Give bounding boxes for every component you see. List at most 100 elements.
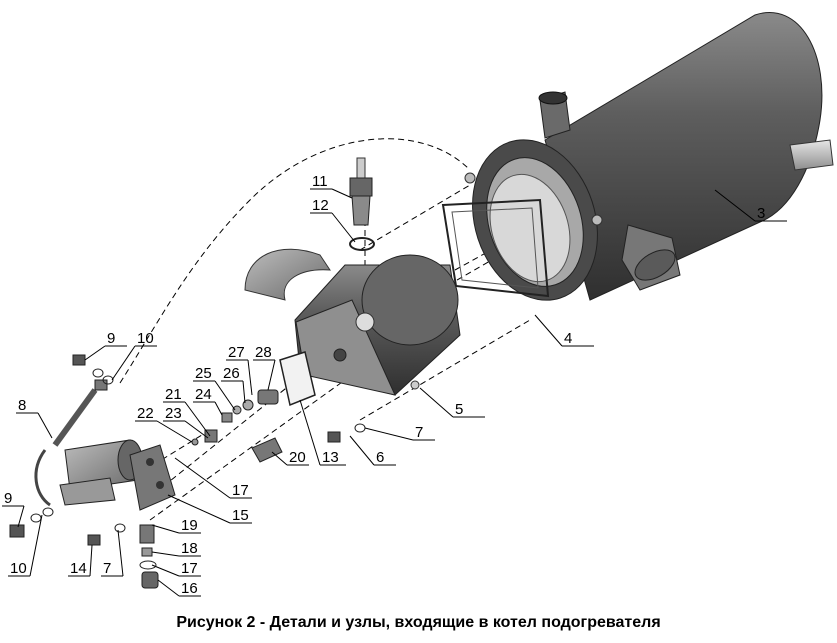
callout-number: 23: [165, 405, 182, 422]
callout-leader: [151, 564, 180, 577]
callout-10: 10: [8, 514, 43, 577]
callout-17: 17: [151, 560, 201, 577]
callout-7: 7: [101, 529, 124, 577]
callout-leader: [151, 551, 180, 557]
callout-leader: [299, 399, 321, 466]
callout-8: 8: [16, 397, 53, 439]
callout-number: 17: [181, 560, 198, 577]
boiler-body: [464, 12, 834, 301]
callout-9: 9: [2, 490, 25, 528]
callout-26: 26: [221, 365, 246, 404]
callout-23: 23: [163, 405, 209, 439]
callout-28: 28: [253, 344, 276, 391]
callout-number: 28: [255, 344, 272, 361]
flange-gasket: [279, 351, 316, 407]
callout-21: 21: [163, 386, 211, 437]
callout-number: 19: [181, 517, 198, 534]
union-fitting: [251, 437, 283, 463]
callout-number: 11: [312, 173, 328, 190]
callout-leader: [714, 189, 756, 222]
callout-leader: [29, 514, 43, 577]
callout-leader: [111, 345, 136, 381]
callout-leader: [247, 359, 253, 396]
callout-18: 18: [151, 540, 201, 557]
callout-number: 24: [195, 386, 212, 403]
callout-number: 21: [165, 386, 182, 403]
callout-number: 7: [103, 560, 111, 577]
sensor: [349, 157, 373, 226]
callout-number: 5: [455, 401, 463, 418]
figure-caption: Рисунок 2 - Детали и узлы, входящие в ко…: [176, 614, 661, 631]
o-ring: [349, 237, 375, 251]
callout-number: 10: [137, 330, 154, 347]
callout-number: 22: [137, 405, 154, 422]
callout-number: 12: [312, 197, 329, 214]
callout-27: 27: [226, 344, 253, 396]
callout-leader: [167, 494, 231, 524]
callout-number: 3: [757, 205, 765, 222]
callout-4: 4: [534, 314, 594, 347]
callout-15: 15: [167, 494, 252, 524]
callout-number: 15: [232, 507, 249, 524]
callout-leader: [84, 345, 106, 361]
callout-25: 25: [193, 365, 236, 411]
callout-10: 10: [111, 330, 157, 381]
callout-leader: [331, 188, 353, 199]
callout-number: 25: [195, 365, 212, 382]
callout-number: 8: [18, 397, 26, 414]
callout-number: 20: [289, 449, 306, 466]
callout-number: 27: [228, 344, 245, 361]
callout-9: 9: [84, 330, 127, 361]
callout-17: 17: [174, 457, 252, 499]
callout-3: 3: [714, 189, 787, 222]
callout-number: 9: [107, 330, 115, 347]
callout-20: 20: [271, 449, 309, 466]
small-fittings: [191, 389, 279, 446]
callout-number: 7: [415, 424, 423, 441]
callout-leader: [349, 435, 375, 466]
callout-6: 6: [349, 435, 396, 466]
callout-leader: [419, 387, 454, 418]
callout-12: 12: [310, 197, 356, 243]
gasket: [441, 198, 550, 298]
callout-24: 24: [193, 386, 223, 416]
fuel-pump: [59, 439, 176, 511]
callout-11: 11: [310, 173, 353, 199]
callout-number: 16: [181, 580, 198, 597]
callout-leader: [157, 579, 180, 597]
callout-number: 6: [376, 449, 384, 466]
callout-leader: [364, 427, 414, 441]
callout-number: 17: [232, 482, 249, 499]
callout-16: 16: [157, 579, 201, 597]
callout-number: 4: [564, 330, 572, 347]
callout-number: 10: [10, 560, 27, 577]
callout-leader: [242, 380, 246, 404]
callout-leader: [174, 457, 231, 499]
callout-leader: [156, 420, 193, 443]
callout-leader: [184, 401, 211, 437]
callout-14: 14: [68, 544, 93, 577]
callout-number: 26: [223, 365, 240, 382]
callout-19: 19: [151, 517, 201, 534]
callout-leader: [151, 524, 180, 534]
callout-leader: [89, 544, 93, 577]
fasteners: [9, 354, 366, 589]
callout-labels: 3 4 5 6 7 7 8 9 9 10 10 11 12 13 14 15 16 17 17 18 19 20 21 22 2…: [2, 173, 787, 597]
fuel-line: [34, 379, 108, 507]
callout-number: 18: [181, 540, 198, 557]
callout-number: 9: [4, 490, 12, 507]
callout-leader: [117, 529, 124, 577]
callout-7: 7: [364, 424, 435, 441]
callout-leader: [214, 380, 236, 411]
callout-13: 13: [299, 399, 346, 466]
heat-exchanger: [244, 248, 461, 396]
callout-22: 22: [135, 405, 193, 443]
callout-number: 14: [70, 560, 87, 577]
callout-number: 13: [322, 449, 339, 466]
callout-leader: [37, 412, 53, 439]
callout-leader: [271, 451, 288, 466]
callout-leader: [267, 359, 276, 391]
callout-leader: [184, 420, 209, 439]
callout-leader: [214, 401, 223, 416]
